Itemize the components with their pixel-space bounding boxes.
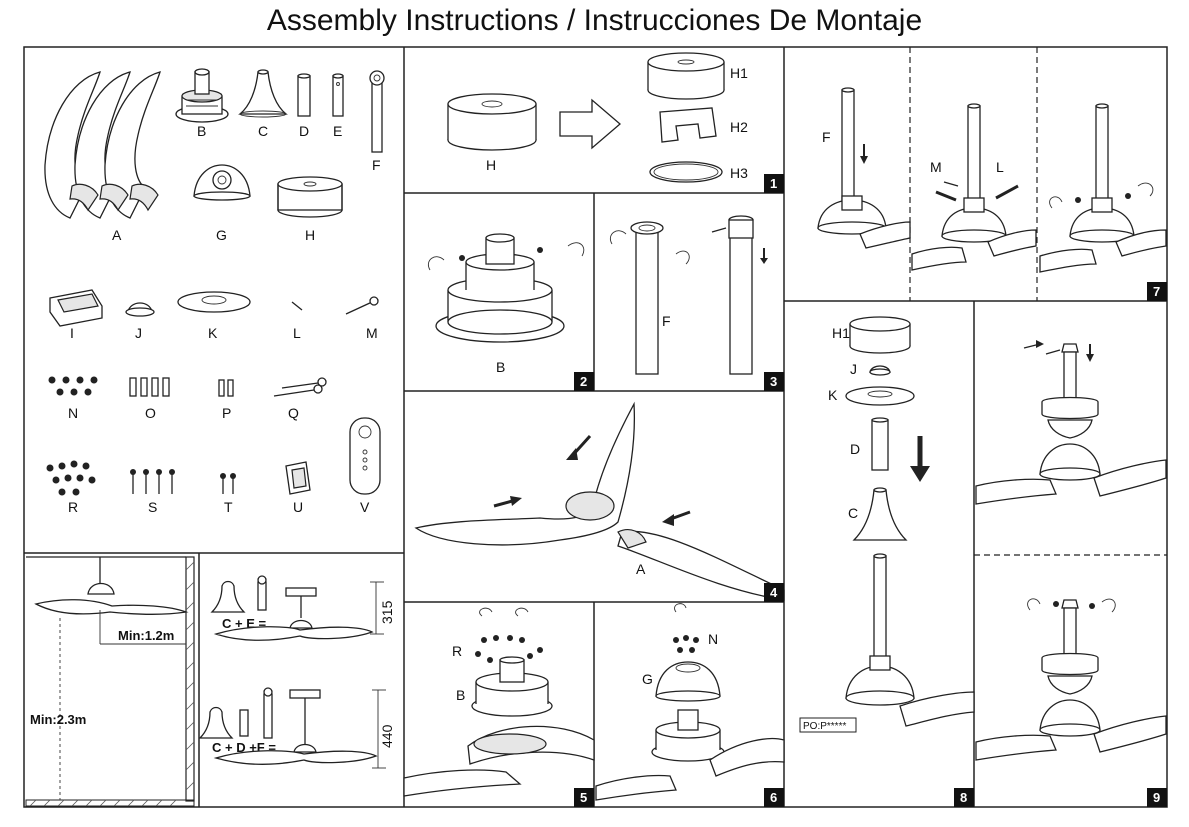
step1-label-h3: H3 [730, 165, 748, 181]
step-4-panel: A 4 [414, 401, 785, 602]
step8-label-c: C [848, 505, 858, 521]
step4-label-a: A [636, 561, 646, 577]
step7-label-f: F [822, 129, 831, 145]
part-label-j: J [135, 325, 142, 341]
part-k-plate: K [177, 291, 251, 341]
part-label-m: M [366, 325, 378, 341]
step-number-4: 4 [770, 585, 778, 600]
po-label: PO:P***** [803, 721, 846, 732]
step8-label-h1: H1 [832, 325, 850, 341]
step3-label-f: F [662, 313, 671, 329]
part-g-dome: G [193, 164, 251, 243]
step6-label-n: N [708, 631, 718, 647]
panel-dashed-dividers [909, 47, 1167, 556]
part-r-screws: R [46, 460, 96, 515]
part-h-canopy: H [277, 176, 343, 243]
config-panel: C + E = 315 C + D +F = 440 [198, 575, 395, 769]
step-1-panel: H H1 H2 H3 1 [447, 52, 784, 193]
part-t-screws: T [220, 473, 236, 515]
short-config-height: 315 [379, 600, 395, 624]
part-q-bolts: Q [273, 377, 327, 421]
part-c-cup: C [238, 69, 288, 139]
clearance-panel: Min:1.2m Min:2.3m [25, 556, 195, 807]
part-label-v: V [360, 499, 370, 515]
step7-label-m: M [930, 159, 942, 175]
part-label-a: A [112, 227, 122, 243]
part-label-k: K [208, 325, 218, 341]
step7-label-l: L [996, 159, 1004, 175]
step-7-panel: F M L 7 [817, 87, 1167, 301]
part-d-rod: D [297, 73, 311, 139]
part-label-n: N [68, 405, 78, 421]
part-label-o: O [145, 405, 156, 421]
part-s-wood-screws: S [130, 469, 175, 515]
ceiling-clearance-label: Min:1.2m [118, 628, 174, 643]
step1-label-h: H [486, 157, 496, 173]
step-8-panel: H1 J K D C PO:P***** 8 [799, 316, 975, 807]
step8-label-d: D [850, 441, 860, 457]
step8-label-j: J [850, 361, 857, 377]
part-label-r: R [68, 499, 78, 515]
part-label-i: I [70, 325, 74, 341]
part-label-f: F [372, 157, 381, 173]
part-label-b: B [197, 123, 206, 139]
part-label-u: U [293, 499, 303, 515]
step-9-panel: 9 [975, 340, 1167, 807]
step-number-3: 3 [770, 374, 777, 389]
part-label-t: T [224, 499, 233, 515]
part-label-s: S [148, 499, 157, 515]
part-n-screws: N [48, 376, 98, 421]
step-5-panel: R B 5 [403, 607, 595, 807]
part-label-h: H [305, 227, 315, 243]
step2-label-b: B [496, 359, 505, 375]
part-i-receiver: I [49, 289, 103, 341]
part-label-p: P [222, 405, 231, 421]
step8-label-k: K [828, 387, 838, 403]
part-o-anchors: O [129, 377, 170, 421]
part-v-remote: V [349, 417, 381, 515]
step-number-2: 2 [580, 374, 587, 389]
step-2-panel: B 2 [428, 233, 594, 391]
part-p-anchors: P [218, 379, 234, 421]
panel-borders [23, 46, 1168, 808]
part-f-long-rod: F [369, 70, 385, 173]
page-title: Assembly Instructions / Instrucciones De… [266, 4, 923, 37]
step5-label-b: B [456, 687, 465, 703]
step5-label-r: R [452, 643, 462, 659]
part-j-cap: J [125, 302, 155, 341]
part-u-bracket: U [285, 461, 311, 515]
part-label-d: D [299, 123, 309, 139]
part-e-downrod: E [332, 73, 344, 139]
step-6-panel: N G 6 [595, 603, 785, 807]
part-label-e: E [333, 123, 342, 139]
step-number-1: 1 [770, 176, 777, 191]
part-m-bolt: M [345, 296, 379, 341]
step-number-7: 7 [1153, 284, 1160, 299]
floor-height-label: Min:2.3m [30, 712, 86, 727]
step-number-8: 8 [960, 790, 967, 805]
step6-label-g: G [642, 671, 653, 687]
step-3-panel: F 3 [610, 215, 784, 391]
step1-label-h2: H2 [730, 119, 748, 135]
parts-panel: A B C D E [44, 68, 385, 515]
part-l-pin: L [291, 301, 303, 341]
part-label-q: Q [288, 405, 299, 421]
part-a-blades: A [44, 71, 161, 243]
part-label-l: L [293, 325, 301, 341]
long-config-height: 440 [379, 724, 395, 748]
part-b-motor: B [175, 68, 229, 139]
step1-label-h1: H1 [730, 65, 748, 81]
part-label-c: C [258, 123, 268, 139]
step-number-9: 9 [1153, 790, 1160, 805]
step-number-5: 5 [580, 790, 587, 805]
part-label-g: G [216, 227, 227, 243]
step-number-6: 6 [770, 790, 777, 805]
